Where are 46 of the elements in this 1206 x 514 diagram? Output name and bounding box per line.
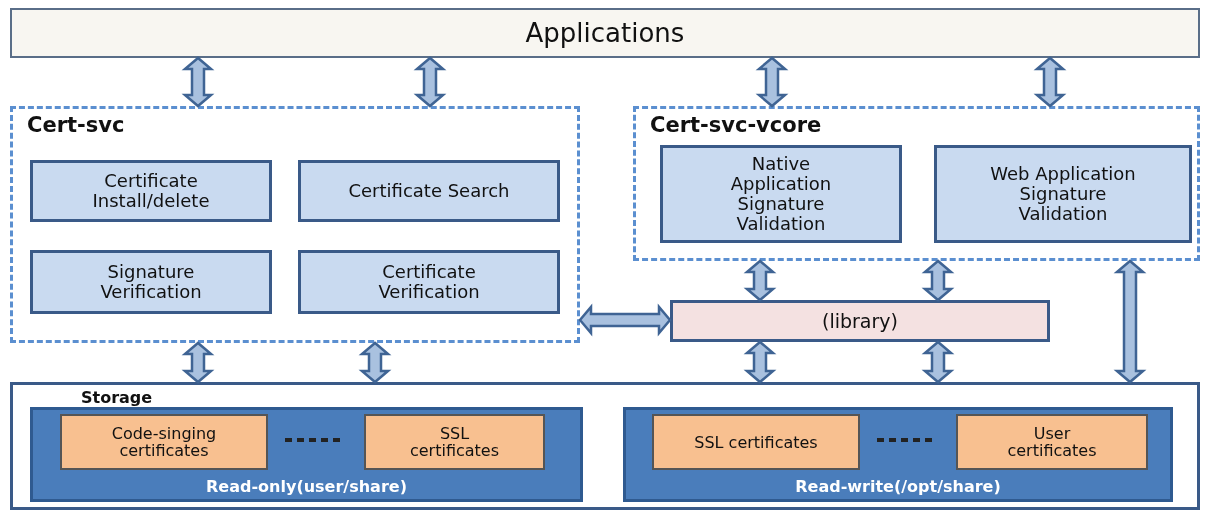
double-arrow — [743, 259, 777, 302]
storage-heading: Storage — [81, 388, 154, 407]
component-box — [660, 145, 902, 243]
component-box — [298, 160, 560, 222]
double-arrow — [578, 303, 672, 337]
box-label: Web Application Signature Validation — [989, 164, 1137, 224]
double-arrow — [181, 341, 215, 384]
title-label: Applications — [524, 18, 686, 48]
panel-label: Read-only(user/share) — [205, 477, 408, 496]
storage-panel — [30, 407, 583, 502]
box-label: Certificate Search — [347, 181, 511, 201]
certificate-box — [652, 414, 860, 470]
double-arrow — [921, 340, 955, 384]
double-arrow — [413, 56, 447, 108]
container-heading: Cert-svc-vcore — [650, 113, 823, 137]
double-arrow — [755, 56, 789, 108]
applications-box — [10, 8, 1200, 58]
box-label: SSL certificates — [693, 433, 819, 451]
double-arrow — [743, 340, 777, 384]
certificate-box — [956, 414, 1148, 470]
double-arrow — [358, 341, 392, 384]
box-label: Native Application Signature Validation — [729, 154, 833, 234]
certificate-box — [364, 414, 545, 470]
component-box — [30, 250, 272, 314]
box-label: Certificate Verification — [377, 262, 481, 302]
library-box — [670, 300, 1050, 342]
panel-label: Read-write(/opt/share) — [794, 477, 1002, 496]
box-label: Code-singing certificates — [110, 425, 218, 459]
container-box — [633, 106, 1200, 261]
box-label: User certificates — [1006, 425, 1098, 459]
double-arrow — [1033, 56, 1067, 108]
component-box — [298, 250, 560, 314]
double-arrow — [181, 56, 215, 108]
box-label: Certificate Install/delete — [91, 171, 211, 211]
certificate-box — [60, 414, 268, 470]
storage-box — [10, 382, 1200, 510]
storage-panel — [623, 407, 1173, 502]
container-box — [10, 106, 580, 343]
double-arrow — [1113, 259, 1147, 384]
double-arrow — [921, 259, 955, 302]
box-label: SSL certificates — [408, 425, 501, 459]
box-label: (library) — [821, 310, 899, 332]
container-heading: Cert-svc — [27, 113, 126, 137]
component-box — [934, 145, 1192, 243]
component-box — [30, 160, 272, 222]
box-label: Signature Verification — [99, 262, 203, 302]
